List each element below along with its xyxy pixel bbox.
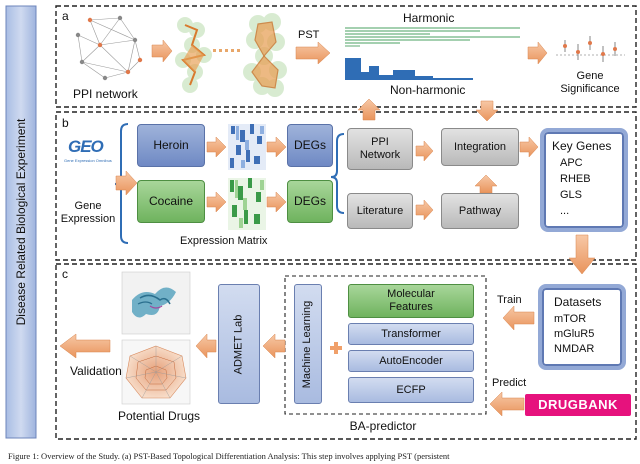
filtration-complex-small — [175, 17, 212, 93]
harmonic-barcode — [345, 27, 520, 47]
heroin-box: Heroin — [137, 124, 205, 167]
gene-significance-label: Gene Significance — [560, 70, 620, 95]
ppi-network-label: PPI network — [73, 87, 138, 101]
arrow-cocaine-matrix — [206, 191, 227, 213]
integration-box: Integration — [441, 128, 519, 166]
arrow-ba-admet — [262, 333, 286, 359]
key-genes-box: Key Genes APC RHEB GLS ... — [540, 128, 628, 232]
brace-degs — [330, 133, 345, 214]
geo-logo: GEO — [68, 137, 104, 156]
arrow-integration-keygenes — [519, 136, 539, 158]
key-gene-item: GLS — [560, 189, 583, 201]
arrow-a1 — [151, 39, 173, 63]
nonharmonic-bars — [345, 58, 473, 80]
geo-sub: Gene Expression Omnibus — [64, 158, 112, 163]
machine-learning-box: Machine Learning — [294, 284, 322, 404]
plus-sign — [330, 342, 342, 354]
transformer-box: Transformer — [348, 323, 474, 345]
panel-b-letter: b — [62, 116, 69, 130]
arrow-literature-pathway — [415, 199, 434, 221]
arrow-matrix-degs-top — [266, 136, 287, 158]
ppi-network-nodes — [75, 15, 143, 81]
heatmap-cocaine — [228, 178, 266, 230]
gene-significance-plot — [556, 36, 625, 62]
ppi-network-graph — [77, 17, 141, 79]
arrow-admet-drugs — [195, 333, 217, 359]
panel-c-letter: c — [62, 267, 68, 281]
pst-label: PST — [298, 29, 320, 41]
arrow-matrix-degs-bottom — [266, 191, 287, 213]
arrow-keygenes-datasets — [568, 234, 596, 275]
literature-box: Literature — [347, 193, 413, 229]
key-gene-item: RHEB — [560, 173, 591, 185]
ecfp-box: ECFP — [348, 377, 474, 403]
predict-label: Predict — [492, 377, 527, 389]
gene-expression-label: Gene Expression — [60, 200, 116, 225]
arrow-gene-expression — [115, 170, 138, 196]
key-genes-title: Key Genes — [552, 139, 612, 153]
side-bar — [5, 5, 37, 439]
degs-top-box: DEGs — [287, 124, 333, 167]
ba-predictor-label: BA-predictor — [349, 419, 417, 433]
dataset-item: mTOR — [554, 313, 587, 325]
docking-structure-image — [121, 271, 191, 335]
arrow-a2 — [527, 41, 548, 65]
autoencoder-box: AutoEncoder — [348, 350, 474, 372]
pathway-box: Pathway — [441, 193, 519, 229]
admet-lab-label: ADMET Lab — [232, 314, 245, 374]
panel-a-letter: a — [62, 9, 69, 23]
side-label: Disease Related Biological Experiment — [14, 118, 28, 326]
arrow-predict — [489, 391, 525, 417]
potential-drugs-label: Potential Drugs — [118, 409, 201, 423]
figure-caption: Figure 1: Overview of the Study. (a) PST… — [8, 452, 450, 461]
filtration-complex-large — [243, 13, 287, 97]
drugbank-logo: DRUGBANK — [525, 394, 631, 416]
validation-label: Validation — [70, 364, 122, 378]
panel-a-border — [55, 5, 637, 108]
harmonic-label: Harmonic — [403, 11, 455, 25]
arrow-train — [502, 305, 535, 331]
arrow-up-to-pst — [357, 98, 381, 121]
arrow-pathway-integration — [474, 174, 498, 194]
arrow-down-from-gene-significance — [475, 100, 499, 122]
arrow-validation — [59, 333, 111, 359]
arrow-heroin-matrix — [206, 136, 227, 158]
nonharmonic-label: Non-harmonic — [390, 83, 466, 97]
expression-matrix-label: Expression Matrix — [180, 235, 268, 247]
admet-radar-chart — [121, 339, 191, 405]
key-gene-item: ... — [560, 205, 570, 217]
molecular-features-box: Molecular Features — [348, 284, 474, 318]
arrow-ppi-integration — [415, 140, 434, 162]
cocaine-box: Cocaine — [137, 180, 205, 223]
panel-c-border — [55, 263, 637, 440]
datasets-box: Datasets mTOR mGluR5 NMDAR — [538, 284, 626, 370]
filtration-dots — [213, 49, 240, 52]
ppi-network-box: PPI Network — [347, 128, 413, 170]
heatmap-heroin — [228, 124, 266, 170]
arrow-pst — [295, 41, 331, 65]
admet-lab-box: ADMET Lab — [218, 284, 260, 404]
key-gene-item: APC — [560, 157, 583, 169]
brace-gene-expression — [114, 123, 129, 244]
machine-learning-label: Machine Learning — [301, 300, 314, 388]
train-label: Train — [497, 294, 522, 306]
degs-bottom-box: DEGs — [287, 180, 333, 223]
dataset-item: mGluR5 — [554, 328, 595, 340]
panel-b-border — [55, 111, 637, 261]
datasets-title: Datasets — [554, 295, 602, 309]
dataset-item: NMDAR — [554, 343, 595, 355]
